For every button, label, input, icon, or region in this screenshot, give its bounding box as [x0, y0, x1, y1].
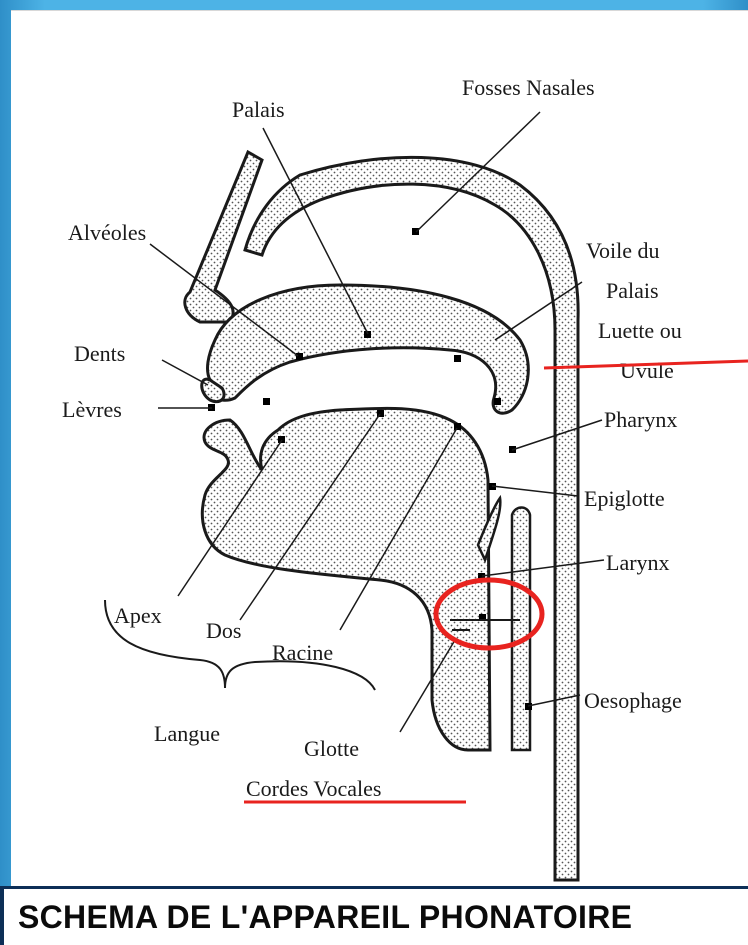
label-pharynx: Pharynx [604, 407, 677, 432]
label-glotte: Glotte [304, 736, 359, 761]
phonatory-apparatus-diagram: Fosses Nasales Palais Alvéoles Voile du … [0, 0, 748, 890]
label-palais-2: Palais [606, 278, 659, 303]
larynx-tube [512, 508, 530, 751]
label-dos: Dos [206, 618, 241, 643]
label-fosses-nasales: Fosses Nasales [462, 75, 595, 100]
label-langue: Langue [154, 721, 220, 746]
label-cordes-vocales: Cordes Vocales [246, 776, 381, 801]
label-epiglotte: Epiglotte [584, 486, 665, 511]
label-apex: Apex [114, 603, 162, 628]
label-larynx: Larynx [606, 550, 670, 575]
label-palais: Palais [232, 97, 285, 122]
label-uvule: Uvule [620, 358, 674, 383]
caption-bar: SCHEMA DE L'APPAREIL PHONATOIRE [0, 886, 748, 945]
label-alveoles: Alvéoles [68, 220, 146, 245]
label-dents: Dents [74, 341, 125, 366]
label-oesophage: Oesophage [584, 688, 682, 713]
label-levres: Lèvres [62, 397, 122, 422]
tongue-shape [202, 408, 490, 750]
caption-title: SCHEMA DE L'APPAREIL PHONATOIRE [18, 899, 632, 936]
label-luette-ou: Luette ou [598, 318, 682, 343]
label-voile-du: Voile du [586, 238, 660, 263]
label-racine: Racine [272, 640, 333, 665]
palate-shape [208, 285, 529, 413]
